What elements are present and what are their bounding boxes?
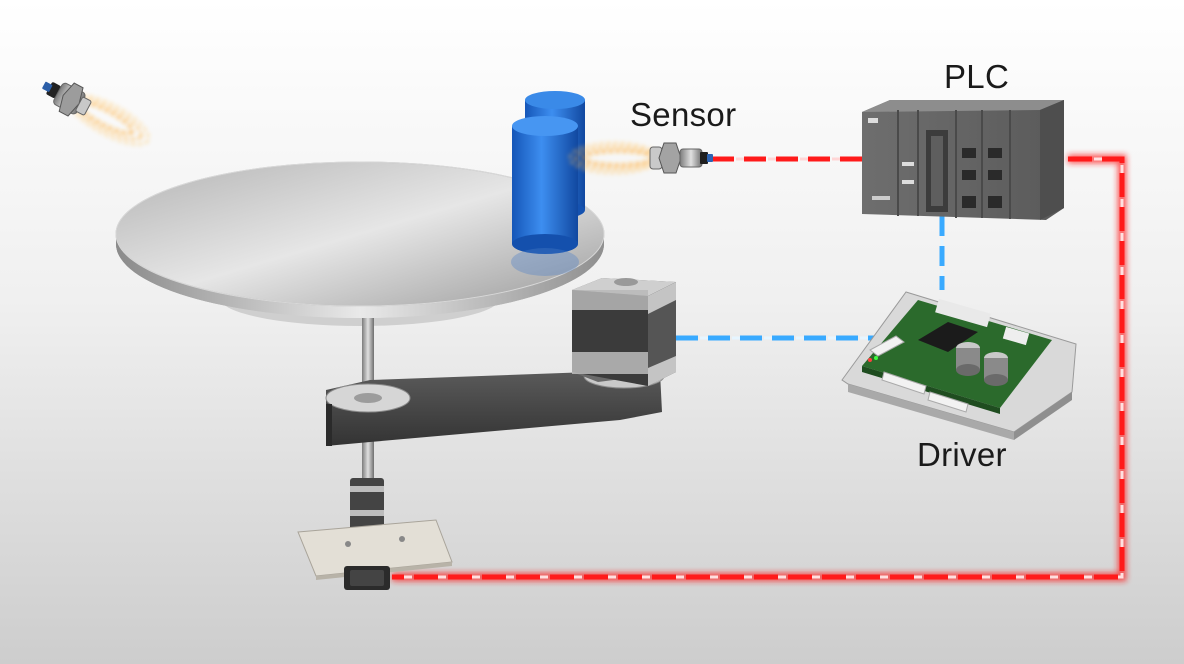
driver-label: Driver (917, 436, 1007, 474)
plc-label: PLC (944, 58, 1009, 96)
stepper-motor-icon (572, 278, 676, 386)
plc-icon (862, 100, 1064, 220)
sensor-label: Sensor (630, 96, 736, 134)
